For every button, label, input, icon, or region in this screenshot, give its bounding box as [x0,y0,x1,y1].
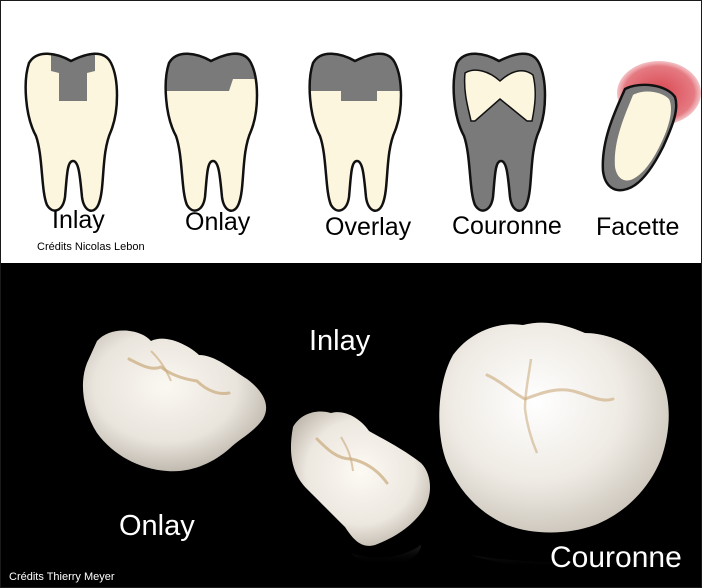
photo-label-onlay: Onlay [119,510,195,543]
photo-label-inlay: Inlay [309,325,370,358]
label-onlay: Onlay [185,208,250,237]
credit-diagram: Crédits Nicolas Lebon [37,241,145,253]
couronne-tooth [454,54,545,211]
ceramic-photo-panel: Inlay Onlay Couronne Crédits Thierry Mey… [1,263,702,588]
photo-label-couronne: Couronne [550,541,682,575]
overlay-tooth [296,41,416,211]
restoration-diagram-panel: Inlay Onlay Overlay Couronne Facette Cré… [1,1,702,263]
label-facette: Facette [596,213,679,242]
label-inlay: Inlay [52,206,105,235]
label-overlay: Overlay [325,213,411,242]
ceramic-restorations-illustration [1,263,702,588]
couronne-ceramic [439,323,681,569]
facette-tooth [603,61,701,190]
label-couronne: Couronne [452,212,562,241]
onlay-tooth [151,41,271,211]
inlay-ceramic [291,412,430,566]
credit-photo: Crédits Thierry Meyer [9,571,115,583]
inlay-tooth [26,51,117,211]
onlay-ceramic [83,330,266,471]
